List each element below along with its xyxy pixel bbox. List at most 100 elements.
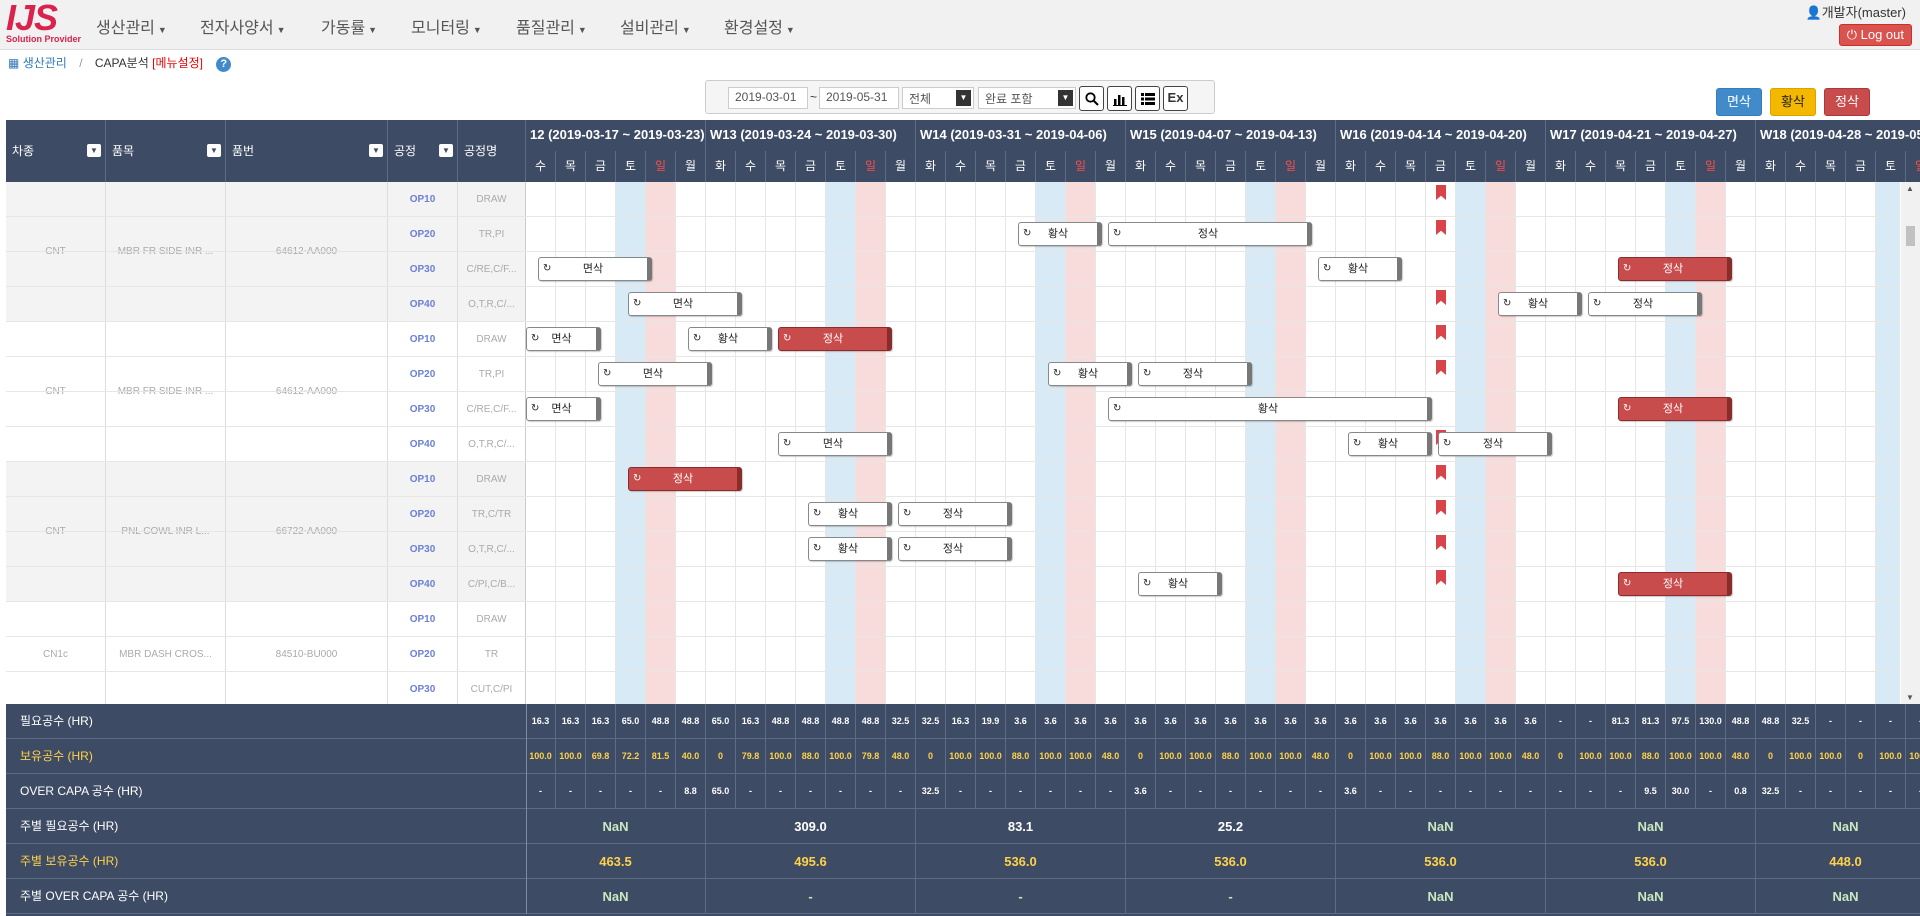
schedule-bar[interactable]: ↻면삭 [628, 292, 742, 316]
vertical-scrollbar[interactable]: ▲ ▼ [1901, 182, 1920, 704]
schedule-bar[interactable]: ↻면삭 [598, 362, 712, 386]
schedule-bar[interactable]: ↻면삭 [538, 257, 652, 281]
logo-text: IJS [6, 0, 58, 38]
schedule-bar[interactable]: ↻황삭 [1138, 572, 1222, 596]
ijs-logo[interactable]: IJS Solution Provider [6, 0, 81, 46]
excel-button[interactable]: Ex [1163, 86, 1188, 111]
scroll-thumb[interactable] [1906, 226, 1915, 246]
filter-dropdown-icon[interactable]: ▼ [87, 144, 101, 157]
schedule-bar[interactable]: ↻정삭 [1588, 292, 1702, 316]
schedule-bar[interactable]: ↻면삭 [778, 432, 892, 456]
filter-dropdown-icon[interactable]: ▼ [369, 144, 383, 157]
schedule-bar[interactable]: ↻황삭 [688, 327, 772, 351]
summary-cell: 100.0 [1276, 739, 1306, 774]
scroll-down-icon[interactable]: ▼ [1906, 693, 1914, 702]
schedule-bar[interactable]: ↻황삭 [1018, 222, 1102, 246]
legend-face-button[interactable]: 면삭 [1716, 88, 1762, 116]
user-name[interactable]: 👤개발자(master) [1806, 2, 1906, 21]
day-divider [1035, 182, 1036, 704]
schedule-bar[interactable]: ↻정삭 [1438, 432, 1552, 456]
bookmark-icon[interactable] [1436, 185, 1446, 200]
breadcrumb-home[interactable]: 생산관리 [22, 56, 67, 70]
bookmark-icon[interactable] [1436, 325, 1446, 340]
schedule-bar[interactable]: ↻면삭 [526, 327, 601, 351]
summary-cell: 100.0 [826, 739, 856, 774]
search-button[interactable] [1079, 86, 1104, 111]
bookmark-icon[interactable] [1436, 360, 1446, 375]
schedule-bar[interactable]: ↻황삭 [1318, 257, 1402, 281]
bar-label: 정삭 [822, 333, 844, 345]
chart-button[interactable] [1107, 86, 1132, 111]
status-select[interactable]: 완료 포함▼ [978, 87, 1076, 109]
process-code: OP30 [388, 392, 458, 426]
schedule-bar[interactable]: ↻정삭 [1618, 572, 1732, 596]
schedule-bar[interactable]: ↻정삭 [1618, 257, 1732, 281]
menu-settings[interactable]: 환경설정▼ [724, 14, 795, 38]
schedule-bar[interactable]: ↻면삭 [526, 397, 601, 421]
menu-monitoring[interactable]: 모니터링▼ [411, 14, 482, 38]
scope-select[interactable]: 전체▼ [902, 87, 974, 109]
legend-finish-button[interactable]: 정삭 [1824, 88, 1870, 116]
legend-rough-button[interactable]: 황삭 [1770, 88, 1816, 116]
schedule-bar[interactable]: ↻정삭 [898, 537, 1012, 561]
scroll-up-icon[interactable]: ▲ [1906, 184, 1914, 193]
end-date-input[interactable]: 2019-05-31 [819, 87, 899, 109]
schedule-bar[interactable]: ↻황삭 [1498, 292, 1582, 316]
summary-cell: - [1096, 774, 1126, 809]
logout-button[interactable]: ⏻ Log out [1838, 24, 1912, 46]
schedule-bar[interactable]: ↻정삭 [778, 327, 892, 351]
schedule-bar[interactable]: ↻정삭 [628, 467, 742, 491]
summary-cell: 3.6 [1186, 704, 1216, 739]
bookmark-icon[interactable] [1436, 500, 1446, 515]
bookmark-icon[interactable] [1436, 220, 1446, 235]
menu-production[interactable]: 생산관리▼ [96, 14, 167, 38]
menu-quality[interactable]: 품질관리▼ [516, 14, 587, 38]
schedule-bar[interactable]: ↻황삭 [808, 502, 892, 526]
list-button[interactable] [1135, 86, 1160, 111]
schedule-bar[interactable]: ↻황삭 [1348, 432, 1432, 456]
summary-cell: 3.6 [1126, 704, 1156, 739]
week-header-row: 12 (2019-03-17 ~ 2019-03-23)W13 (2019-03… [526, 120, 1920, 151]
bookmark-icon[interactable] [1436, 290, 1446, 305]
day-divider [1725, 182, 1726, 704]
day-header: 금 [1426, 151, 1456, 182]
day-divider [1575, 182, 1576, 704]
bookmark-icon[interactable] [1436, 570, 1446, 585]
summary-cell: 3.6 [1036, 704, 1066, 739]
schedule-bar[interactable]: ↻황삭 [1108, 397, 1432, 421]
schedule-bar[interactable]: ↻정삭 [1138, 362, 1252, 386]
menu-utilization[interactable]: 가동률▼ [321, 14, 377, 38]
start-date-input[interactable]: 2019-03-01 [728, 87, 808, 109]
bookmark-icon[interactable] [1436, 535, 1446, 550]
filter-dropdown-icon[interactable]: ▼ [207, 144, 221, 157]
schedule-bar[interactable]: ↻정삭 [1618, 397, 1732, 421]
bookmark-icon[interactable] [1436, 465, 1446, 480]
schedule-bar[interactable]: ↻정삭 [1108, 222, 1312, 246]
menu-equipment[interactable]: 설비관리▼ [620, 14, 691, 38]
menu-spec[interactable]: 전자사양서▼ [200, 14, 286, 38]
schedule-bar[interactable]: ↻황삭 [808, 537, 892, 561]
filter-dropdown-icon[interactable]: ▼ [439, 144, 453, 157]
summary-cell: 0 [1846, 739, 1876, 774]
schedule-bar[interactable]: ↻정삭 [898, 502, 1012, 526]
day-header: 금 [1846, 151, 1876, 182]
schedule-bar[interactable]: ↻황삭 [1048, 362, 1132, 386]
help-icon[interactable]: ? [216, 57, 232, 72]
summary-cell: 32.5 [1756, 774, 1786, 809]
menu-setting-link[interactable]: [메뉴설정] [152, 56, 203, 70]
